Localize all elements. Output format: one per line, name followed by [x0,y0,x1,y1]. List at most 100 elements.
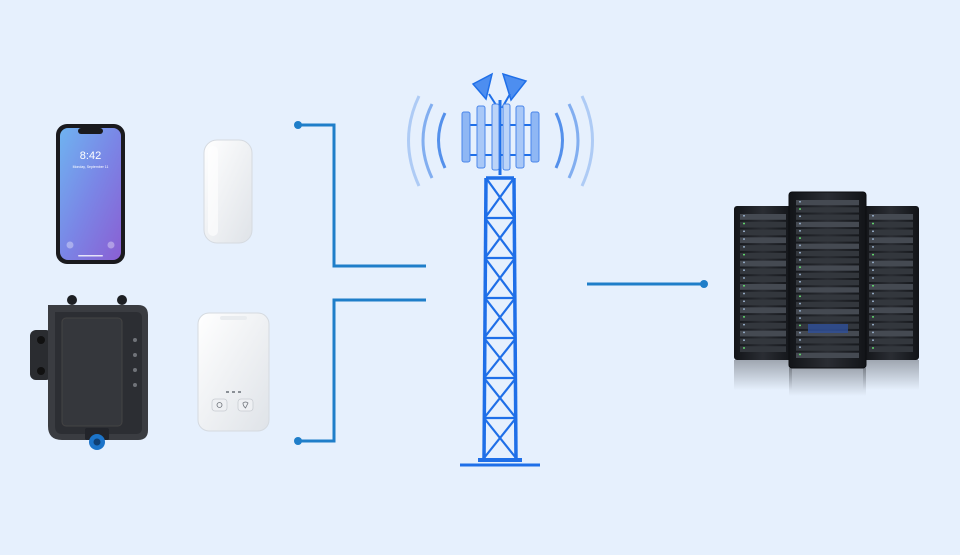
server-led [743,331,745,334]
server-unit [869,245,913,251]
server-led [799,273,801,276]
server-unit [796,265,859,271]
server-led [743,261,745,264]
server-unit [796,258,859,264]
server-unit [869,346,913,352]
server-led [743,285,745,287]
server-unit [740,291,786,298]
server-led [799,317,801,319]
server-unit [796,221,859,228]
server-unit [869,229,913,236]
sensor-tracker [197,312,270,432]
server-led [872,308,874,310]
server-led [743,308,745,310]
server-unit [740,276,786,282]
server-led [872,253,874,256]
server-rack-center [788,191,867,396]
server-led [872,331,874,334]
status-led [133,383,137,387]
server-unit [740,214,786,220]
server-led [872,285,874,287]
server-led [799,222,801,225]
server-unit [869,291,913,298]
rack-display [808,324,848,333]
server-unit [740,307,786,314]
server-unit [740,284,786,290]
connector-lower [298,298,426,443]
server-led [799,339,801,341]
gps-led [133,368,137,372]
tracker-tag [203,139,253,244]
server-unit [796,200,859,206]
device-connector-lines [298,123,704,443]
signal-waves-icon [407,95,594,187]
server-unit [796,229,859,235]
server-unit [740,237,786,244]
connector-dot-server [700,280,708,288]
server-unit [740,252,786,259]
server-led [872,316,874,318]
server-unit [796,236,859,242]
server-unit [796,345,859,351]
server-led [743,215,745,217]
server-unit [869,252,913,259]
server-led [872,230,874,233]
server-unit [740,346,786,352]
server-led [743,238,745,240]
signal-led [133,353,137,357]
server-led [799,259,801,261]
server-unit [796,316,859,322]
server-led [799,302,801,305]
server-unit [740,245,786,251]
server-unit [869,330,913,337]
server-unit [869,299,913,306]
home-indicator [78,255,103,257]
server-unit [796,250,859,257]
server-unit [740,322,786,329]
server-unit [796,338,859,344]
server-led [799,288,801,290]
server-unit [869,315,913,321]
server-led [743,222,745,225]
camera-icon [107,241,115,249]
server-unit [869,214,913,220]
server-unit [869,260,913,267]
server-unit [796,309,859,315]
server-led [872,339,874,341]
server-led [872,300,874,303]
phone-notch [78,128,103,134]
phone-time: 8:42 [80,150,101,162]
server-rack-right [863,206,919,390]
server-unit [869,276,913,282]
connector-upper [298,123,426,268]
server-led [799,230,801,232]
server-unit [796,272,859,278]
server-led [799,331,801,334]
server-led [799,324,801,327]
server-unit [869,284,913,290]
server-led [799,310,801,312]
server-unit [740,221,786,228]
server-unit [740,338,786,345]
server-led [872,222,874,225]
cell-tower [407,72,594,467]
rugged-tracker [30,295,148,450]
server-unit [740,229,786,236]
server-led [872,347,874,349]
server-led [743,253,745,256]
server-led [799,237,801,239]
sos-button [237,398,254,412]
tower-base [478,458,522,462]
server-led [743,300,745,303]
server-led [743,347,745,349]
smartphone: 8:42 Monday, September 11 [56,124,125,264]
server-unit [796,352,859,358]
server-unit [869,237,913,244]
server-unit [869,307,913,314]
flashlight-icon [66,241,74,249]
server-unit [796,330,859,337]
server-led [872,261,874,264]
server-led [799,208,801,210]
server-led [799,346,801,348]
server-unit [869,322,913,329]
